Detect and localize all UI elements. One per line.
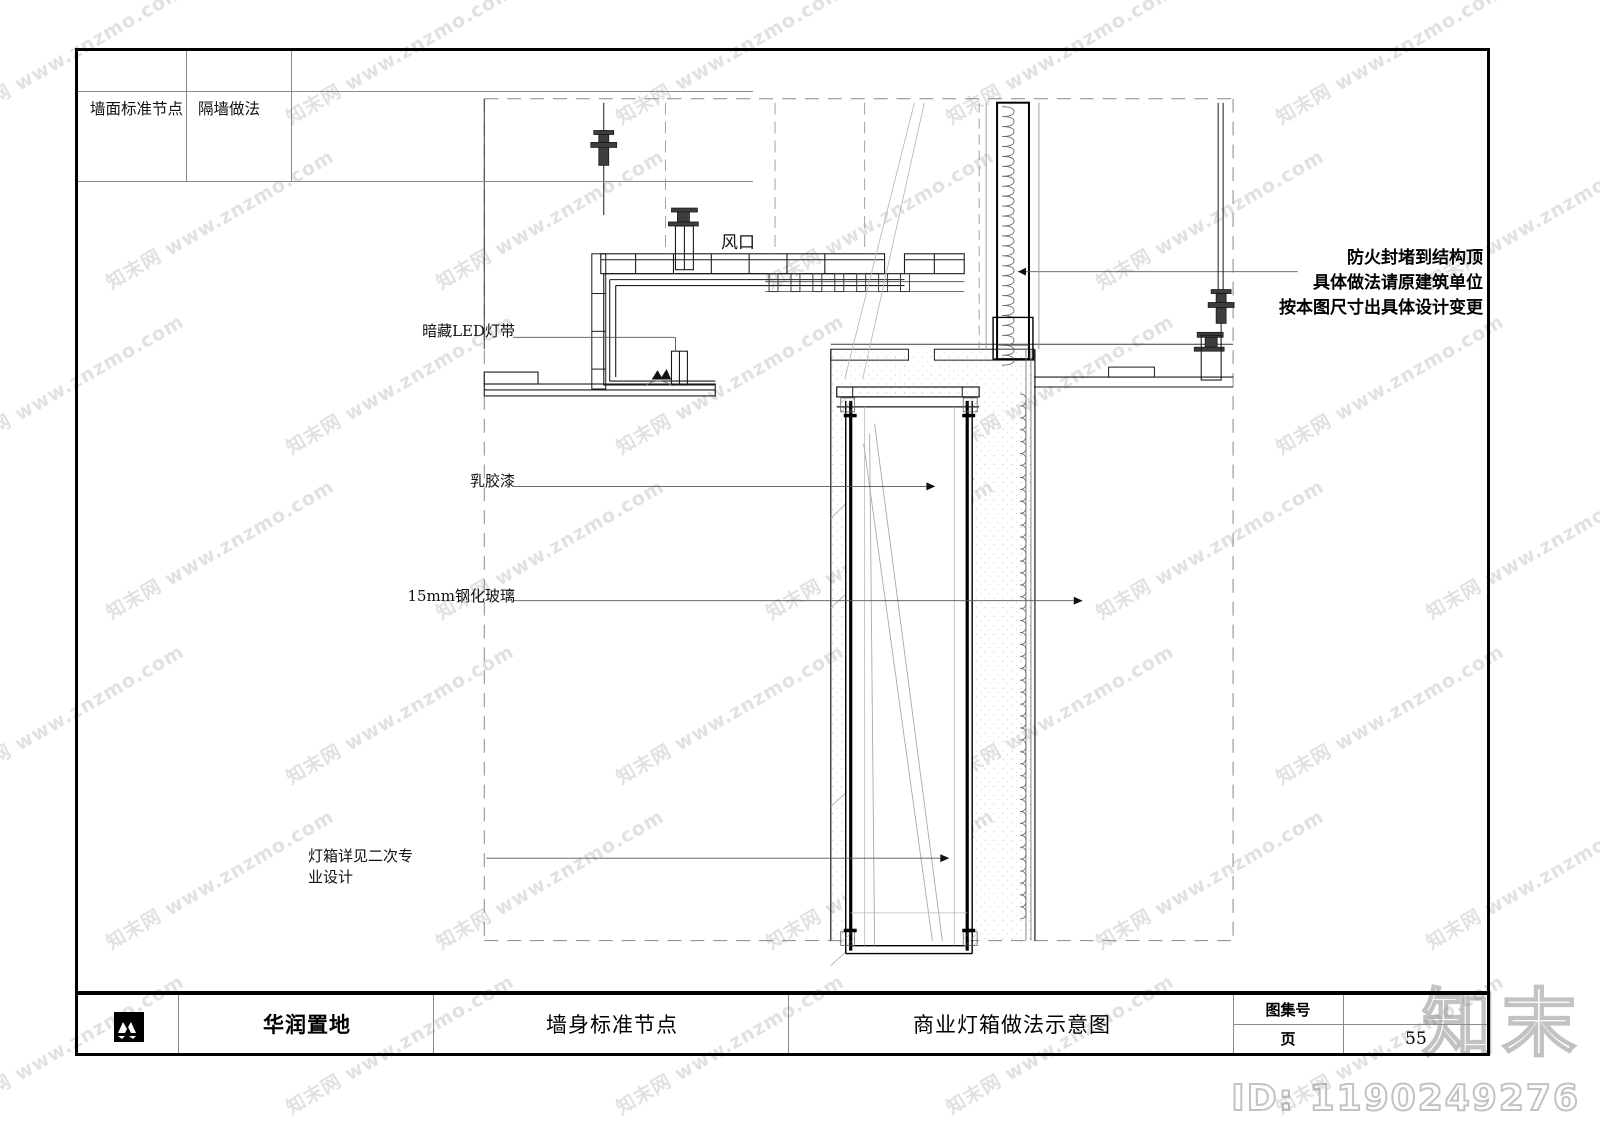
index-table-row-divider <box>78 91 753 92</box>
index-table-col-divider-1 <box>186 51 187 181</box>
drawing-sheet: 墙面标准节点 隔墙做法 暗藏LED灯带 乳胶漆 15mm钢化玻璃 灯箱详见二次专… <box>75 48 1490 1056</box>
fire-note-line-2: 具体做法请原建筑单位 <box>1313 273 1483 293</box>
annotation-air-vent: 风口 <box>721 233 755 253</box>
title-block-divider-1 <box>178 995 179 1053</box>
index-table-bottom-divider <box>78 181 753 182</box>
title-block-page-label: 页 <box>1280 1030 1296 1048</box>
title-block-page-value: 55 <box>1405 1028 1427 1049</box>
title-block-divider-2 <box>433 995 434 1053</box>
title-block-divider-3 <box>788 995 789 1053</box>
annotation-led-strip: 暗藏LED灯带 <box>422 322 515 340</box>
index-cell-partition-method: 隔墙做法 <box>198 100 261 118</box>
annotation-tempered-glass: 15mm钢化玻璃 <box>407 587 515 605</box>
title-block-atlas-divider <box>1233 1024 1487 1025</box>
annotation-fire-sealing-note: 防火封堵到结构顶 具体做法请原建筑单位 按本图尺寸出具体设计变更 <box>1078 246 1483 321</box>
title-block-atlas-label: 图集号 <box>1265 1001 1311 1019</box>
technical-drawing <box>483 98 1298 966</box>
title-block: 华润置地 墙身标准节点 商业灯箱做法示意图 图集号 页 55 <box>78 991 1487 1053</box>
annotation-latex-paint: 乳胶漆 <box>469 472 515 490</box>
china-resources-land-logo <box>114 1012 144 1042</box>
fire-note-line-3: 按本图尺寸出具体设计变更 <box>1279 298 1483 318</box>
fire-note-line-1: 防火封堵到结构顶 <box>1347 248 1483 268</box>
title-block-drawing-set: 墙身标准节点 <box>546 1013 678 1037</box>
index-cell-wall-standard-node: 墙面标准节点 <box>90 100 184 118</box>
logo-mountain-icon <box>114 1012 144 1042</box>
index-table-col-divider-2 <box>291 51 292 181</box>
title-block-atlas-value <box>1345 995 1487 1024</box>
title-block-company: 华润置地 <box>263 1012 351 1037</box>
title-block-drawing-title: 商业灯箱做法示意图 <box>913 1013 1111 1037</box>
annotation-lightbox-secondary-design: 灯箱详见二次专 业设计 <box>308 847 414 886</box>
